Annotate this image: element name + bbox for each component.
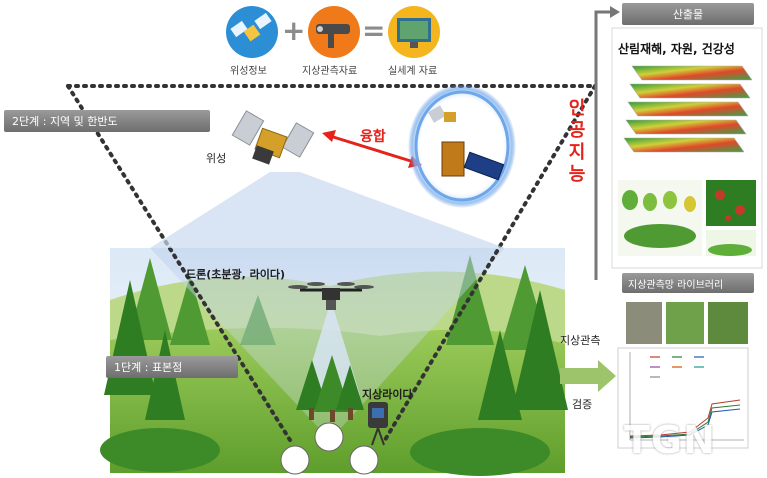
ai-char-3: 지 — [568, 142, 586, 163]
spectral-chart — [617, 347, 749, 449]
lidar-text: 지상라이다 — [362, 388, 413, 401]
output-panel — [594, 6, 763, 280]
satellite-info-label: 위성정보 — [230, 66, 267, 77]
satellite-beam — [150, 172, 505, 248]
ai-char-2: 공 — [568, 120, 586, 141]
plus-sign: + — [282, 14, 306, 47]
real-world-icon — [388, 6, 440, 58]
sample-point-circles — [280, 422, 379, 475]
satellite-left-icon — [231, 110, 315, 165]
tree-samples — [618, 180, 756, 256]
drone-icon — [288, 282, 374, 310]
equals-sign: = — [362, 14, 386, 47]
output-subtitle: 산림재해, 자원, 건강성 — [618, 42, 735, 56]
satellite-info-icon — [226, 6, 278, 58]
ground-to-chart-arrow — [560, 360, 616, 392]
real-world-label: 실세계 자료 — [388, 66, 438, 77]
stage1-bar: 1단계 : 표본점 — [106, 356, 238, 378]
canopy-photo — [708, 302, 748, 344]
drone-beam — [302, 310, 360, 395]
fusion-text: 융합 — [360, 129, 386, 145]
satellite-text: 위성 — [206, 152, 227, 165]
ai-satellite-ring — [408, 84, 516, 208]
watermark: TGN — [624, 418, 716, 462]
ground-obs-label: 지상관측자료 — [302, 66, 358, 77]
output-title-bar: 산출물 — [622, 3, 754, 25]
leaf-photo — [666, 302, 704, 344]
verify-text: 검증 — [572, 398, 593, 411]
stage2-bar: 2단계 : 지역 및 한반도 — [4, 110, 210, 132]
ground-obs-icon — [308, 6, 360, 58]
ground-lidar-icon — [368, 402, 388, 446]
ai-char-1: 인 — [568, 98, 586, 119]
ground-observation-section — [560, 302, 749, 449]
stacked-heat-maps — [623, 65, 753, 153]
bark-photo — [626, 302, 662, 344]
drone-text: 드론(초분광, 라이다) — [186, 268, 286, 281]
ground-obs-text: 지상관측 — [560, 334, 601, 347]
sample-tree-group — [296, 355, 364, 422]
library-bar: 지상관측망 라이브러리 — [622, 273, 754, 293]
ai-char-4: 능 — [568, 164, 586, 185]
